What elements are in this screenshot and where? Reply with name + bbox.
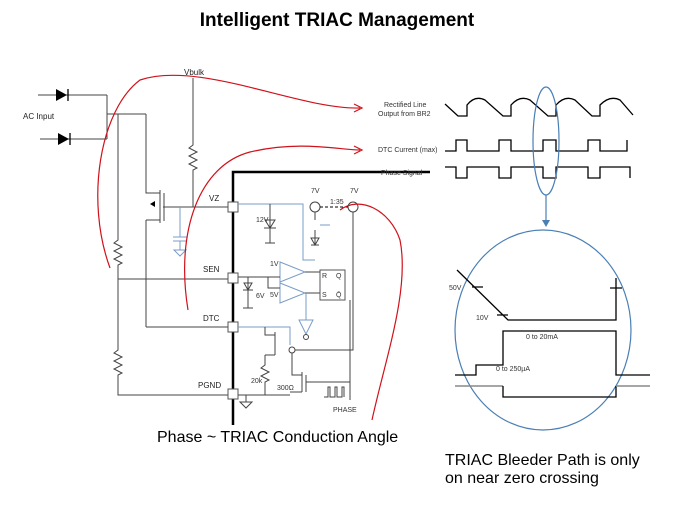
red-annotation-sen	[184, 145, 361, 311]
rectified-line-label-2: Output from BR2	[378, 111, 431, 118]
pin-dtc: DTC	[203, 314, 220, 323]
phase-signal-label: Phase Signal	[381, 170, 423, 177]
red-annotation-phase	[339, 203, 403, 421]
rectified-line-label: Rectified Line	[384, 102, 427, 109]
v10-label: 10V	[476, 315, 489, 322]
vbulk-label: Vbulk	[184, 68, 205, 77]
diode-icon	[56, 89, 67, 101]
diode-icon	[58, 133, 69, 145]
ref-5v-label: 5V	[270, 292, 279, 299]
ac-input-label: AC Input	[23, 112, 55, 121]
red-annotation-vz	[97, 74, 361, 269]
mirror-ratio-label: 1:35	[330, 199, 344, 206]
phase-output-label: PHASE	[333, 407, 357, 414]
pin-sen: SEN	[203, 265, 220, 274]
v50-label: 50V	[449, 285, 462, 292]
ref-1v-label: 1V	[270, 261, 279, 268]
slide-title: Intelligent TRIAC Management	[199, 10, 475, 31]
latch-qbar: Q̄	[336, 291, 342, 299]
latch-s: S	[322, 292, 327, 299]
source-right-label: 7V	[350, 188, 359, 195]
pin-pgnd: PGND	[198, 381, 221, 390]
dtc-current-label: DTC Current (max)	[378, 147, 438, 154]
zener-6v-label: 6V	[256, 293, 265, 300]
res-20k-label: 20k	[251, 378, 263, 385]
i20ma-label: 0 to 20mA	[526, 334, 558, 341]
phase-signal-wave	[445, 166, 631, 179]
caption-bleeder-2: on near zero crossing	[445, 470, 599, 487]
pins	[227, 201, 239, 400]
caption-bleeder-1: TRIAC Bleeder Path is only	[445, 452, 640, 469]
ac-input-diodes	[38, 89, 146, 145]
res-300-label: 300Ω	[277, 385, 294, 392]
i250ua-label: 0 to 250µA	[496, 366, 530, 373]
dtc-current-wave	[445, 139, 628, 152]
pin-vz: VZ	[209, 194, 219, 203]
caption-conduction-angle: Phase ~ TRIAC Conduction Angle	[157, 429, 399, 446]
arrow-down-icon	[542, 220, 550, 227]
detail-ellipse	[454, 229, 632, 431]
latch-r: R	[322, 273, 327, 280]
latch-q: Q	[336, 273, 342, 280]
rectified-line-wave	[444, 97, 634, 117]
zener-12v-label: 12V	[256, 217, 269, 224]
zero-crossing-ellipse	[532, 86, 560, 196]
source-left-label: 7V	[311, 188, 320, 195]
